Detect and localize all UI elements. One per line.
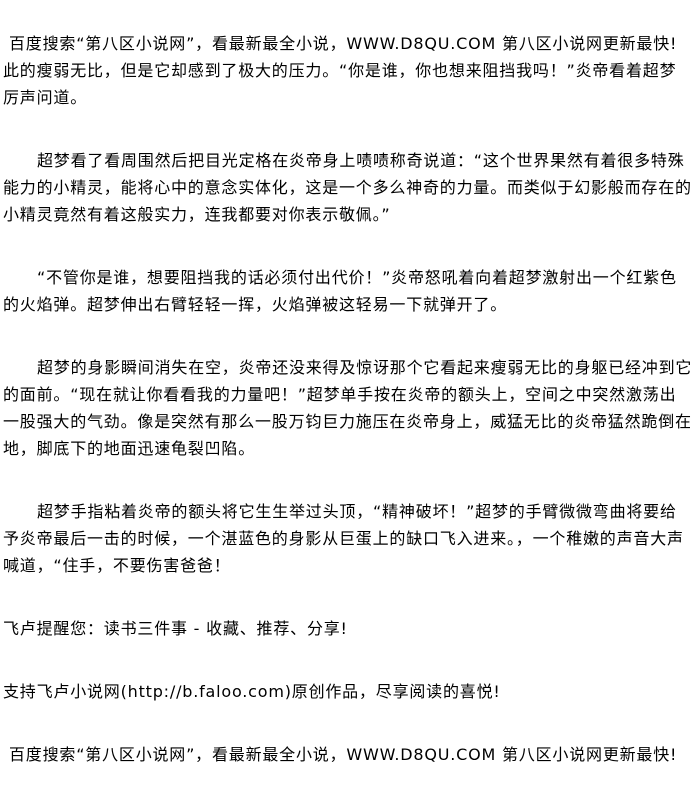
paragraph-2: 超梦看了看周围然后把目光定格在炎帝身上啧啧称奇说道：“这个世界果然有着很多特殊 … (3, 147, 700, 228)
paragraph-line: 一股强大的气劲。像是突然有那么一股万钧巨力施压在炎帝身上，威猛无比的炎帝猛然跪倒… (3, 412, 692, 431)
support-block: 支持飞卢小说网(http://b.faloo.com)原创作品，尽享阅读的喜悦! (3, 678, 700, 705)
paragraph-line: 厉声问道。 (3, 88, 88, 107)
banner-text: 百度搜索“第八区小说网”，看最新最全小说，WWW.D8QU.COM 第八区小说网… (9, 745, 678, 764)
paragraph-1: 此的瘦弱无比，但是它却感到了极大的压力。“你是谁，你也想来阻挡我吗！”炎帝看着超… (3, 57, 700, 111)
paragraph-3: “不管你是谁，想要阻挡我的话必须付出代价！”炎帝怒吼着向着超梦激射出一个红紫色 … (3, 264, 700, 318)
paragraph-5: 超梦手指粘着炎帝的额头将它生生举过头顶，“精神破坏！”超梦的手臂微微弯曲将要给 … (3, 498, 700, 579)
support-text: 支持飞卢小说网(http://b.faloo.com)原创作品，尽享阅读的喜悦! (3, 682, 501, 701)
paragraph-line: 喊道，“住手，不要伤害爸爸！ (3, 556, 231, 575)
paragraph-line: 予炎帝最后一击的时候，一个湛蓝色的身影从巨蛋上的缺口飞入进来。，一个稚嫩的声音大… (3, 529, 684, 548)
paragraph-line: 的火焰弹。超梦伸出右臂轻轻一挥，火焰弹被这轻易一下就弹开了。 (3, 295, 508, 314)
paragraph-line: 超梦的身影瞬间消失在空，炎帝还没来得及惊讶那个它看起来瘦弱无比的身躯已经冲到它 (37, 358, 693, 377)
top-banner: 百度搜索“第八区小说网”，看最新最全小说，WWW.D8QU.COM 第八区小说网… (3, 30, 700, 57)
banner-text: 百度搜索“第八区小说网”，看最新最全小说，WWW.D8QU.COM 第八区小说网… (9, 34, 678, 53)
reminder-block: 飞卢提醒您：读书三件事 - 收藏、推荐、分享! (3, 615, 700, 642)
paragraph-line: 能力的小精灵，能将心中的意念实体化，这是一个多么神奇的力量。而类似于幻影般而存在… (3, 178, 692, 197)
paragraph-line: 超梦看了看周围然后把目光定格在炎帝身上啧啧称奇说道：“这个世界果然有着很多特殊 (37, 151, 685, 170)
paragraph-line: 地，脚底下的地面迅速龟裂凹陷。 (3, 439, 256, 458)
document-body: 百度搜索“第八区小说网”，看最新最全小说，WWW.D8QU.COM 第八区小说网… (3, 30, 700, 804)
paragraph-line: “不管你是谁，想要阻挡我的话必须付出代价！”炎帝怒吼着向着超梦激射出一个红紫色 (37, 268, 677, 287)
paragraph-line: 小精灵竟然有着这般实力，连我都要对你表示敬佩。” (3, 205, 391, 224)
bottom-banner: 百度搜索“第八区小说网”，看最新最全小说，WWW.D8QU.COM 第八区小说网… (3, 741, 700, 768)
paragraph-4: 超梦的身影瞬间消失在空，炎帝还没来得及惊讶那个它看起来瘦弱无比的身躯已经冲到它 … (3, 354, 700, 462)
paragraph-line: 的面前。“现在就让你看看我的力量吧！”超梦单手按在炎帝的额头上，空间之中突然激荡… (3, 385, 677, 404)
reminder-text: 飞卢提醒您：读书三件事 - 收藏、推荐、分享! (3, 619, 348, 638)
paragraph-line: 此的瘦弱无比，但是它却感到了极大的压力。“你是谁，你也想来阻挡我吗！”炎帝看着超… (3, 61, 677, 80)
paragraph-line: 超梦手指粘着炎帝的额头将它生生举过头顶，“精神破坏！”超梦的手臂微微弯曲将要给 (37, 502, 677, 521)
